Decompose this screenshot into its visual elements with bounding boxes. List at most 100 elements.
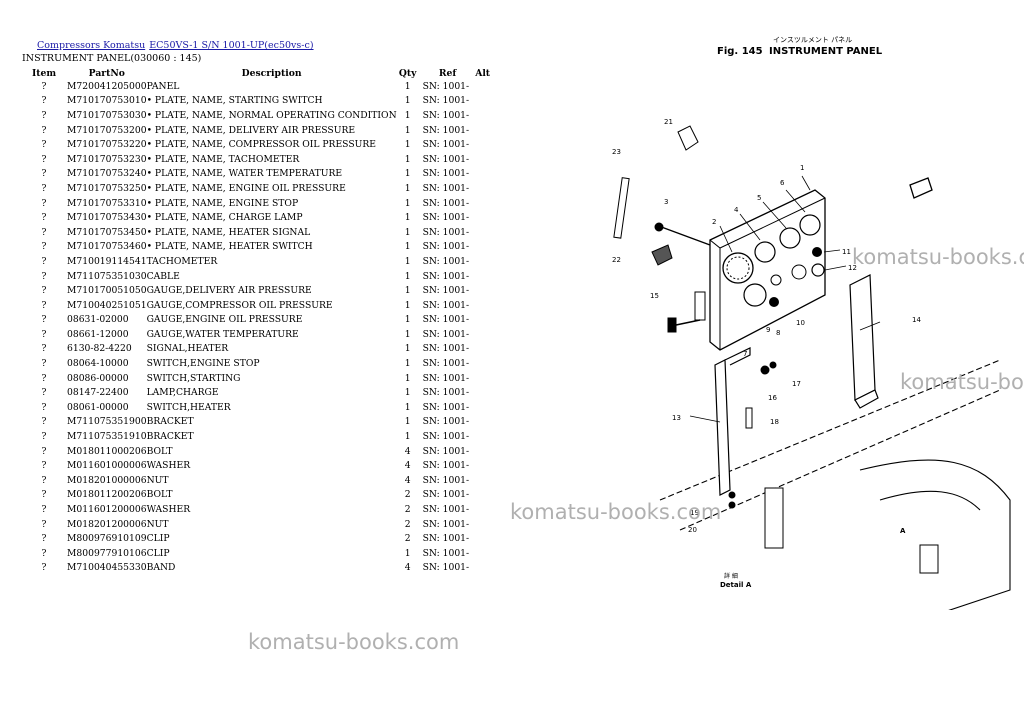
cable <box>655 224 711 246</box>
cell-partno: 08061-00000 <box>67 401 129 413</box>
cell-alt <box>473 240 493 255</box>
callout-9: 9 <box>766 326 770 334</box>
cell-description: • PLATE, NAME, STARTING SWITCH <box>146 95 323 107</box>
callout-3: 3 <box>664 198 668 206</box>
cell-item: ? <box>41 504 47 516</box>
callout-16: 16 <box>768 394 777 402</box>
cell-description: SWITCH,ENGINE STOP <box>146 358 260 370</box>
cell-partno: M710170753220 <box>67 139 147 151</box>
cell-item: ? <box>41 474 47 486</box>
cell-alt <box>473 225 493 240</box>
cell-item: ? <box>41 372 47 384</box>
cell-ref: SN: 1001- <box>422 474 470 486</box>
callout-14: 14 <box>912 316 921 324</box>
cell-partno: M710170753240 <box>67 168 147 180</box>
cell-partno: M710170753030 <box>67 109 147 121</box>
parts-table: Item PartNo Description Qty Ref Alt ?M72… <box>22 67 493 575</box>
cell-description: TACHOMETER <box>146 255 218 267</box>
cell-qty: 1 <box>404 241 411 253</box>
instrument-panel <box>694 189 826 351</box>
cell-item: ? <box>41 431 47 443</box>
cell-partno: M011601000006 <box>67 460 147 472</box>
clip-19 <box>728 491 736 499</box>
cell-description: CLIP <box>146 547 170 559</box>
cell-description: SWITCH,HEATER <box>146 401 231 413</box>
cell-qty: 2 <box>404 489 411 501</box>
cell-partno: M720041205000 <box>67 80 147 92</box>
table-row: ?M710170753200• PLATE, NAME, DELIVERY AI… <box>22 123 493 138</box>
cell-ref: SN: 1001- <box>422 547 470 559</box>
cell-qty: 1 <box>404 197 411 209</box>
detail-jp-label: 詳 細 <box>724 572 738 580</box>
watermark: komatsu-books.com <box>248 630 460 654</box>
breadcrumb-link-compressors[interactable]: Compressors Komatsu <box>37 40 146 51</box>
cell-ref: SN: 1001- <box>422 241 470 253</box>
gauge-5 <box>779 227 801 249</box>
cell-qty: 2 <box>404 518 411 530</box>
cell-qty: 4 <box>404 460 411 472</box>
cell-alt <box>473 429 493 444</box>
cell-partno: 08086-00000 <box>67 372 129 384</box>
cell-qty: 1 <box>404 255 411 267</box>
cell-partno: M710170753230 <box>67 153 147 165</box>
cell-ref: SN: 1001- <box>422 460 470 472</box>
cell-partno: M710170753430 <box>67 212 147 224</box>
cell-alt <box>473 137 493 152</box>
diagram-jp-caption: インスツルメント パネル <box>773 36 852 44</box>
cell-ref: SN: 1001- <box>422 255 470 267</box>
cell-ref: SN: 1001- <box>422 372 470 384</box>
cell-description: PANEL <box>146 80 180 92</box>
cell-partno: M710170753450 <box>67 226 147 238</box>
cell-alt <box>473 546 493 561</box>
cell-alt <box>473 210 493 225</box>
cell-ref: SN: 1001- <box>422 504 470 516</box>
cell-ref: SN: 1001- <box>422 109 470 121</box>
cell-description: BOLT <box>146 445 173 457</box>
cell-partno: M711075351910 <box>67 431 147 443</box>
header-partno: PartNo <box>88 67 125 79</box>
cell-partno: M800976910109 <box>67 533 147 545</box>
table-row: ?M710170753310• PLATE, NAME, ENGINE STOP… <box>22 196 493 211</box>
callout-17: 17 <box>792 380 801 388</box>
cell-description: BAND <box>146 562 176 574</box>
band-22 <box>651 244 673 266</box>
watermark: komatsu-books.com <box>510 500 722 524</box>
cell-partno: 08661-12000 <box>67 328 129 340</box>
cell-qty: 1 <box>404 328 411 340</box>
header-qty: Qty <box>398 67 417 79</box>
cell-item: ? <box>41 401 47 413</box>
leader-lines <box>689 175 881 423</box>
cell-ref: SN: 1001- <box>422 445 470 457</box>
cell-item: ? <box>41 416 47 428</box>
cell-partno: M710040455330 <box>67 562 147 574</box>
cell-item: ? <box>41 80 47 92</box>
cell-qty: 1 <box>404 124 411 136</box>
panel-side <box>694 291 706 321</box>
cell-alt <box>473 94 493 109</box>
cell-qty: 2 <box>404 533 411 545</box>
gauge-7 <box>743 283 767 307</box>
cell-alt <box>473 502 493 517</box>
breadcrumb-link-model[interactable]: EC50VS-1 S/N 1001-UP(ec50vs-c) <box>149 40 314 51</box>
instrument-panel-diagram: インスツルメント パネル Fig. 145 INSTRUMENT PANEL <box>612 36 1011 610</box>
table-row: ?M710170753460• PLATE, NAME, HEATER SWIT… <box>22 240 493 255</box>
callout-2: 2 <box>712 218 716 226</box>
detail-plate <box>764 487 784 549</box>
cell-description: • PLATE, NAME, ENGINE STOP <box>146 197 299 209</box>
switch-9 <box>769 297 779 307</box>
cell-alt <box>473 400 493 415</box>
callout-labels: 1 2 3 4 5 6 7 8 9 10 11 12 13 14 15 16 1… <box>612 118 921 589</box>
cell-description: • PLATE, NAME, HEATER SWITCH <box>146 241 313 253</box>
detail-a-plate <box>919 544 939 574</box>
cell-item: ? <box>41 139 47 151</box>
callout-4: 4 <box>734 206 739 214</box>
cell-alt <box>473 123 493 138</box>
cell-partno: M018011000206 <box>67 445 147 457</box>
bolt-18 <box>745 407 753 429</box>
cell-item: ? <box>41 387 47 399</box>
cell-partno: M800977910106 <box>67 547 147 559</box>
